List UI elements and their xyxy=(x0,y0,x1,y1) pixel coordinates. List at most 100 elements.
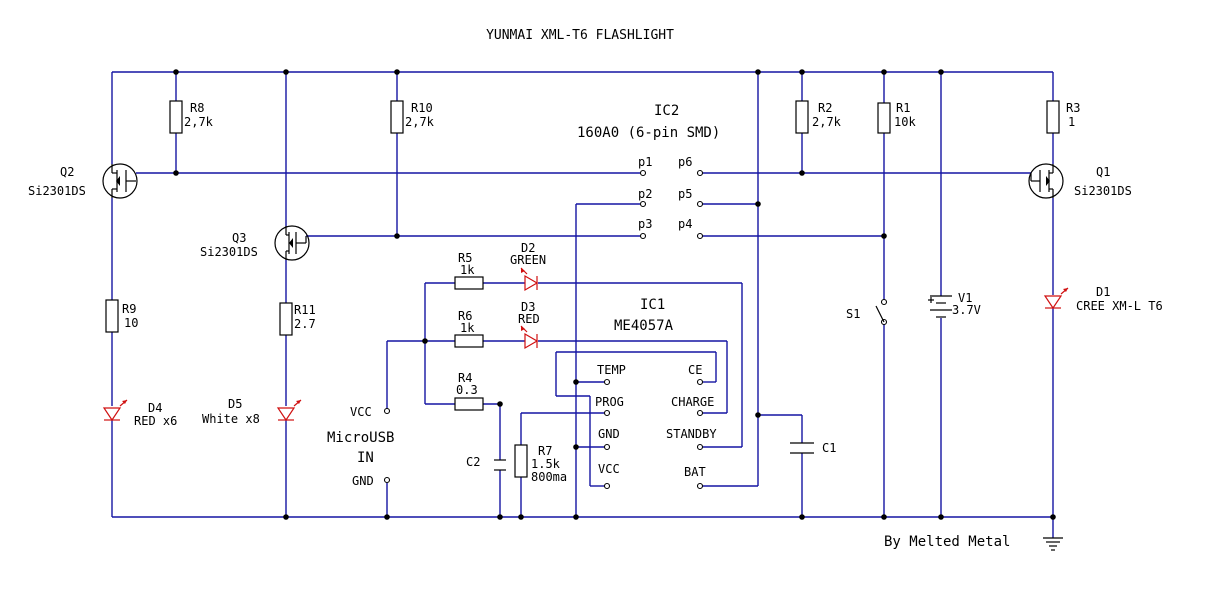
d3-led xyxy=(520,325,539,350)
r8-ref: R8 xyxy=(190,101,204,115)
d4-led xyxy=(102,399,128,422)
d2-ref: D2 xyxy=(521,241,535,255)
usb-vcc-label: VCC xyxy=(350,405,372,419)
r3-resistor xyxy=(1046,100,1060,134)
d5-ref: D5 xyxy=(228,397,242,411)
svg-text:p3: p3 xyxy=(638,217,652,231)
svg-text:STANDBY: STANDBY xyxy=(666,427,717,441)
v1-battery xyxy=(928,295,952,318)
q3-transistor xyxy=(274,225,310,261)
diagram-title: YUNMAI XML-T6 FLASHLIGHT xyxy=(486,28,674,43)
r2-resistor xyxy=(795,100,809,134)
svg-text:GND: GND xyxy=(598,427,620,441)
c1-ref: C1 xyxy=(822,441,836,455)
svg-text:p1: p1 xyxy=(638,155,652,169)
c1-capacitor xyxy=(790,442,814,454)
r10-ref: R10 xyxy=(411,101,433,115)
usb-gnd-label: GND xyxy=(352,474,374,488)
c2-capacitor xyxy=(494,459,506,471)
v1-ref: V1 xyxy=(958,291,972,305)
svg-text:TEMP: TEMP xyxy=(597,363,626,377)
r5-value: 1k xyxy=(460,263,475,277)
svg-text:CE: CE xyxy=(688,363,702,377)
q2-ref: Q2 xyxy=(60,165,74,179)
ic1-description: ME4057A xyxy=(614,318,674,334)
junction-dots xyxy=(173,69,1056,520)
d5-led xyxy=(276,399,302,422)
r11-value: 2.7 xyxy=(294,317,316,331)
d3-ref: D3 xyxy=(521,300,535,314)
charge-wires xyxy=(386,282,743,517)
r5-resistor xyxy=(454,276,484,290)
svg-text:CHARGE: CHARGE xyxy=(671,395,714,409)
usb-vcc-terminal xyxy=(383,407,391,415)
q2-transistor xyxy=(102,163,138,199)
r8-value: 2,7k xyxy=(184,115,214,129)
s1-switch xyxy=(875,298,888,326)
ic2-pins: p1 p2 p3 p6 p5 p4 xyxy=(638,155,704,240)
r7-value-current: 800ma xyxy=(531,470,567,484)
svg-text:p5: p5 xyxy=(678,187,692,201)
d4-value: RED x6 xyxy=(134,414,177,428)
r10-resistor xyxy=(390,100,404,134)
r7-value: 1.5k xyxy=(531,457,561,471)
d1-led xyxy=(1043,287,1069,310)
r7-ref: R7 xyxy=(538,444,552,458)
v1-value: 3.7V xyxy=(952,303,981,317)
q2-value: Si2301DS xyxy=(28,184,86,198)
svg-text:p4: p4 xyxy=(678,217,692,231)
r6-resistor xyxy=(454,334,484,348)
q1-transistor xyxy=(1028,163,1064,199)
credit-text: By Melted Metal xyxy=(884,534,1010,550)
r6-ref: R6 xyxy=(458,309,472,323)
ground-icon xyxy=(1043,537,1063,551)
r9-ref: R9 xyxy=(122,302,136,316)
d3-value: RED xyxy=(518,312,540,326)
svg-text:p6: p6 xyxy=(678,155,692,169)
usb-label-in: IN xyxy=(357,450,374,466)
ic2-description: 160A0 (6-pin SMD) xyxy=(577,125,720,141)
d1-value: CREE XM-L T6 xyxy=(1076,299,1163,313)
svg-text:PROG: PROG xyxy=(595,395,624,409)
r11-resistor xyxy=(279,302,293,336)
r2-value: 2,7k xyxy=(812,115,842,129)
r3-value: 1 xyxy=(1068,115,1075,129)
q1-ref: Q1 xyxy=(1096,165,1110,179)
r4-resistor xyxy=(454,397,484,411)
d4-ref: D4 xyxy=(148,401,162,415)
r9-value: 10 xyxy=(124,316,138,330)
r9-resistor xyxy=(105,299,119,333)
d5-value: White x8 xyxy=(202,412,260,426)
r4-ref: R4 xyxy=(458,371,472,385)
svg-text:VCC: VCC xyxy=(598,462,620,476)
c2-ref: C2 xyxy=(466,455,480,469)
r8-resistor xyxy=(169,100,183,134)
r4-value: 0.3 xyxy=(456,383,478,397)
ic2-label: IC2 xyxy=(654,103,679,119)
r7-resistor xyxy=(514,444,528,478)
usb-label: MicroUSB xyxy=(327,430,394,446)
svg-text:BAT: BAT xyxy=(684,465,706,479)
r11-ref: R11 xyxy=(294,303,316,317)
r6-value: 1k xyxy=(460,321,475,335)
r10-value: 2,7k xyxy=(405,115,435,129)
s1-ref: S1 xyxy=(846,307,860,321)
d2-led xyxy=(520,267,539,292)
svg-text:p2: p2 xyxy=(638,187,652,201)
q3-ref: Q3 xyxy=(232,231,246,245)
r3-ref: R3 xyxy=(1066,101,1080,115)
q2-branch-wires xyxy=(111,72,640,517)
r2-ref: R2 xyxy=(818,101,832,115)
r5-ref: R5 xyxy=(458,251,472,265)
ic1-label: IC1 xyxy=(640,297,665,313)
r1-ref: R1 xyxy=(896,101,910,115)
ic1-pins: TEMP PROG GND VCC CE CHARGE STANDBY BAT xyxy=(595,363,717,490)
usb-gnd-terminal xyxy=(383,476,391,484)
d2-value: GREEN xyxy=(510,253,546,267)
d1-ref: D1 xyxy=(1096,285,1110,299)
r1-value: 10k xyxy=(894,115,916,129)
r1-resistor xyxy=(877,102,891,134)
q3-branch-wires xyxy=(285,72,640,517)
